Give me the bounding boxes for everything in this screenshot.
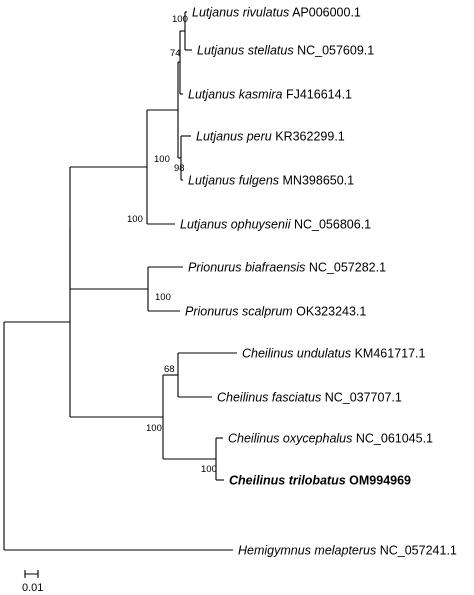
taxon-label: Lutjanus rivulatus AP006000.1 xyxy=(192,6,361,20)
taxon-accession: KM461717.1 xyxy=(351,347,425,361)
taxon-label: Lutjanus fulgens MN398650.1 xyxy=(188,174,354,188)
bootstrap-value: 68 xyxy=(164,364,175,375)
scale-bar-line xyxy=(24,570,39,578)
bootstrap-value: 98 xyxy=(174,163,185,174)
taxon-accession: NC_037707.1 xyxy=(321,391,402,405)
taxon-accession: OM994969 xyxy=(346,474,411,488)
taxon-label: Cheilinus undulatus KM461717.1 xyxy=(242,347,426,361)
scale-bar: 0.01 xyxy=(22,570,43,594)
taxon-species-name: Lutjanus rivulatus xyxy=(192,6,289,20)
tree-branches xyxy=(3,11,237,551)
taxon-accession: AP006000.1 xyxy=(289,6,361,20)
taxon-accession: NC_061045.1 xyxy=(352,432,433,446)
taxon-species-name: Hemigymnus melapterus xyxy=(238,544,376,558)
taxon-accession: NC_057282.1 xyxy=(305,261,386,275)
taxon-species-name: Lutjanus peru xyxy=(196,130,272,144)
taxon-species-name: Prionurus scalprum xyxy=(185,305,293,319)
bootstrap-value: 100 xyxy=(155,292,171,303)
taxon-species-name: Lutjanus stellatus xyxy=(197,44,294,58)
bootstrap-value: 74 xyxy=(170,48,181,59)
taxon-label: Lutjanus stellatus NC_057609.1 xyxy=(197,44,374,58)
bootstrap-value: 100 xyxy=(201,464,217,475)
taxon-accession: NC_056806.1 xyxy=(291,218,372,232)
bootstrap-value: 100 xyxy=(127,214,143,225)
taxon-species-name: Lutjanus fulgens xyxy=(188,174,279,188)
bootstrap-values: 100 74 98 100 100 100 68 100 100 xyxy=(127,14,217,475)
taxon-accession: OK323243.1 xyxy=(293,305,367,319)
taxon-species-name: Cheilinus oxycephalus xyxy=(228,432,352,446)
taxon-label: Cheilinus fasciatus NC_037707.1 xyxy=(217,391,402,405)
taxon-label: Prionurus biafraensis NC_057282.1 xyxy=(188,261,386,275)
taxon-label: Cheilinus oxycephalus NC_061045.1 xyxy=(228,432,433,446)
taxon-accession: NC_057609.1 xyxy=(294,44,375,58)
taxon-label: Lutjanus kasmira FJ416614.1 xyxy=(188,88,352,102)
taxon-label: Cheilinus trilobatus OM994969 xyxy=(229,474,411,488)
taxon-accession: FJ416614.1 xyxy=(283,88,353,102)
scale-bar-label: 0.01 xyxy=(22,582,43,594)
bootstrap-value: 100 xyxy=(172,14,188,25)
taxon-accession: NC_057241.1 xyxy=(376,544,457,558)
taxon-label: Prionurus scalprum OK323243.1 xyxy=(185,305,366,319)
bootstrap-value: 100 xyxy=(146,423,162,434)
taxon-label: Hemigymnus melapterus NC_057241.1 xyxy=(238,544,457,558)
taxon-accession: MN398650.1 xyxy=(279,174,354,188)
bootstrap-value: 100 xyxy=(154,154,170,165)
taxon-accession: KR362299.1 xyxy=(272,130,345,144)
taxon-species-name: Lutjanus ophuysenii xyxy=(180,218,292,232)
taxon-species-name: Cheilinus fasciatus xyxy=(217,391,321,405)
taxon-species-name: Cheilinus undulatus xyxy=(242,347,351,361)
taxon-species-name: Lutjanus kasmira xyxy=(188,88,283,102)
taxon-species-name: Prionurus biafraensis xyxy=(188,261,305,275)
taxon-label: Lutjanus peru KR362299.1 xyxy=(196,130,345,144)
taxon-species-name: Cheilinus trilobatus xyxy=(229,474,346,488)
taxon-label: Lutjanus ophuysenii NC_056806.1 xyxy=(180,218,371,232)
